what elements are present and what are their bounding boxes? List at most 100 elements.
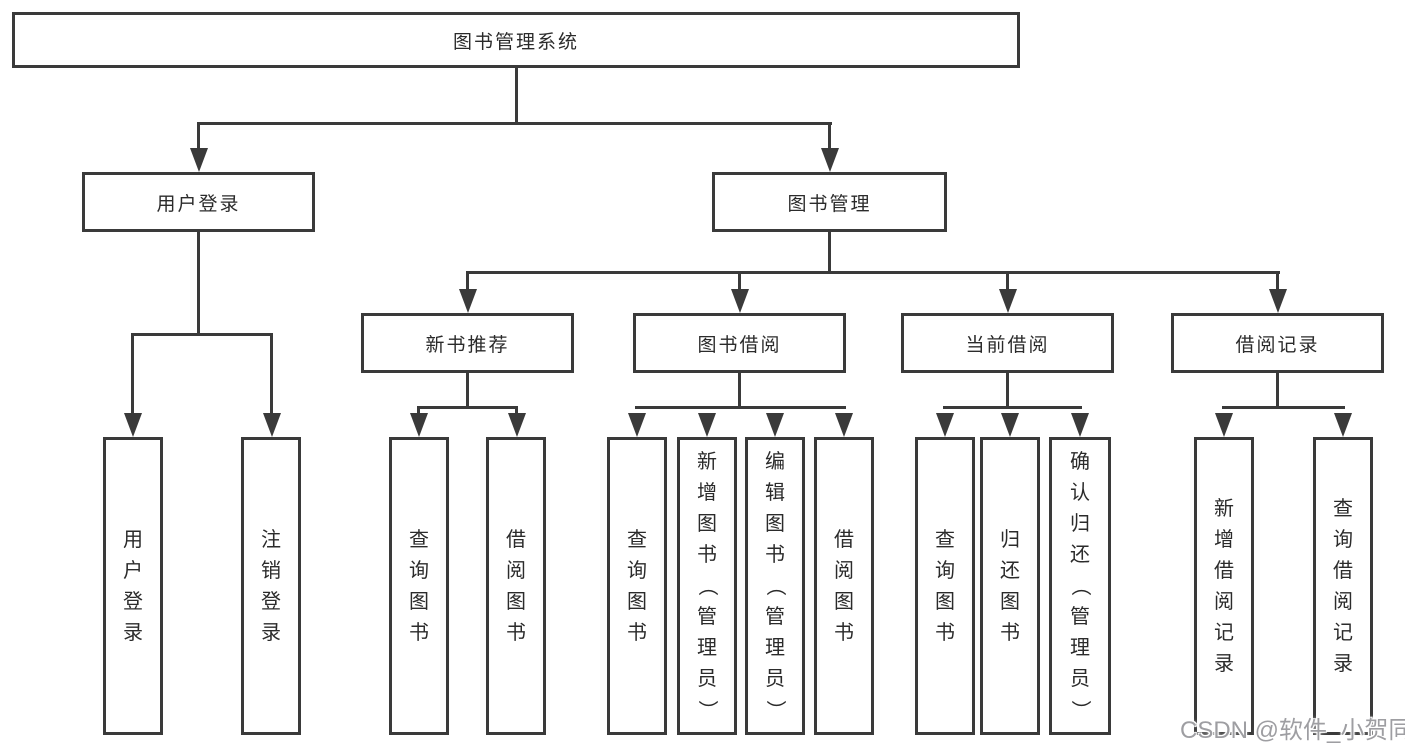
arrow-down-icon bbox=[410, 413, 428, 437]
vertical-char: 新 bbox=[1214, 497, 1234, 520]
vertical-char: 图 bbox=[506, 590, 526, 613]
vertical-char: 理 bbox=[697, 637, 717, 659]
leaf-query-books: 查询图书 bbox=[389, 437, 449, 735]
node-label: 查询图书 bbox=[392, 440, 446, 732]
leaf-user-login: 用户登录 bbox=[103, 437, 163, 735]
arrow-down-icon bbox=[1215, 413, 1233, 437]
connector-line bbox=[1276, 373, 1279, 409]
vertical-char: 图 bbox=[765, 513, 785, 535]
connector-line bbox=[417, 406, 518, 409]
arrow-down-icon bbox=[459, 289, 477, 313]
node-label: 注销登录 bbox=[244, 440, 298, 732]
vertical-char: 询 bbox=[409, 559, 429, 582]
connector-line bbox=[828, 232, 831, 274]
vertical-char: 书 bbox=[834, 621, 854, 644]
connector-line bbox=[515, 68, 518, 125]
vertical-char: 阅 bbox=[1333, 590, 1353, 613]
node-label: 借阅图书 bbox=[489, 440, 543, 732]
leaf-query-books: 查询图书 bbox=[915, 437, 975, 735]
vertical-char: ） bbox=[1069, 700, 1091, 720]
vertical-char: 借 bbox=[506, 528, 526, 551]
arrow-down-icon bbox=[835, 413, 853, 437]
leaf-confirm-return-admin: 确认归还（管理员） bbox=[1049, 437, 1111, 735]
vertical-char: 询 bbox=[935, 559, 955, 582]
vertical-char: 查 bbox=[627, 528, 647, 551]
arrow-down-icon bbox=[999, 289, 1017, 313]
connector-line bbox=[1276, 271, 1279, 293]
vertical-char: 用 bbox=[123, 528, 143, 551]
node-label: 用户登录 bbox=[156, 193, 241, 215]
arrow-down-icon bbox=[124, 413, 142, 437]
vertical-char: 员 bbox=[1070, 668, 1090, 690]
leaf-edit-books-admin: 编辑图书（管理员） bbox=[745, 437, 805, 735]
vertical-char: 图 bbox=[1000, 590, 1020, 613]
vertical-char: 查 bbox=[409, 528, 429, 551]
vertical-char: 记 bbox=[1214, 621, 1234, 644]
connector-line bbox=[1006, 271, 1009, 293]
vertical-char: 辑 bbox=[765, 482, 785, 504]
arrow-down-icon bbox=[731, 289, 749, 313]
arrow-down-icon bbox=[821, 148, 839, 172]
connector-line bbox=[131, 333, 273, 336]
vertical-char: 书 bbox=[935, 621, 955, 644]
vertical-char: 借 bbox=[1214, 559, 1234, 582]
connector-line bbox=[828, 122, 831, 162]
connector-line bbox=[131, 333, 134, 418]
vertical-char: 户 bbox=[123, 559, 143, 582]
csdn-watermark: CSDN @软件_小贺同学 bbox=[1180, 717, 1405, 744]
node-label: 归还图书 bbox=[983, 440, 1037, 732]
node-label: 查询图书 bbox=[610, 440, 664, 732]
leaf-query-books: 查询图书 bbox=[607, 437, 667, 735]
node-current-borrowing: 当前借阅 bbox=[901, 313, 1114, 373]
leaf-borrow-books: 借阅图书 bbox=[814, 437, 874, 735]
vertical-char: 图 bbox=[627, 590, 647, 613]
vertical-char: 阅 bbox=[1214, 590, 1234, 613]
node-new-book-recommend: 新书推荐 bbox=[361, 313, 574, 373]
vertical-char: 登 bbox=[261, 590, 281, 613]
connector-line bbox=[197, 122, 832, 125]
vertical-char: 书 bbox=[1000, 621, 1020, 644]
leaf-query-borrow-record: 查询借阅记录 bbox=[1313, 437, 1373, 735]
vertical-char: 管 bbox=[697, 606, 717, 628]
node-label: 新书推荐 bbox=[425, 334, 510, 356]
vertical-char: 录 bbox=[1333, 652, 1353, 675]
arrow-down-icon bbox=[1001, 413, 1019, 437]
node-label: 查询借阅记录 bbox=[1316, 440, 1370, 732]
vertical-char: 询 bbox=[627, 559, 647, 582]
vertical-char: 书 bbox=[697, 544, 717, 566]
vertical-char: 书 bbox=[409, 621, 429, 644]
vertical-char: 书 bbox=[506, 621, 526, 644]
vertical-char: （ bbox=[696, 576, 718, 596]
vertical-char: 图 bbox=[935, 590, 955, 613]
node-library-management-system: 图书管理系统 bbox=[12, 12, 1020, 68]
node-label: 借阅图书 bbox=[817, 440, 871, 732]
connector-line bbox=[738, 271, 741, 293]
node-label: 借阅记录 bbox=[1235, 334, 1320, 356]
vertical-char: 归 bbox=[1070, 513, 1090, 535]
node-book-borrowing: 图书借阅 bbox=[633, 313, 846, 373]
vertical-char: 借 bbox=[1333, 559, 1353, 582]
connector-line bbox=[1006, 373, 1009, 409]
node-label: 编辑图书（管理员） bbox=[748, 440, 802, 732]
vertical-char: （ bbox=[1069, 576, 1091, 596]
leaf-add-books-admin: 新增图书（管理员） bbox=[677, 437, 737, 735]
vertical-char: 书 bbox=[627, 621, 647, 644]
vertical-char: 图 bbox=[697, 513, 717, 535]
vertical-char: 阅 bbox=[834, 559, 854, 582]
node-label: 确认归还（管理员） bbox=[1052, 440, 1108, 732]
node-label: 当前借阅 bbox=[965, 334, 1050, 356]
connector-line bbox=[1222, 406, 1345, 409]
vertical-char: 登 bbox=[123, 590, 143, 613]
vertical-char: 还 bbox=[1000, 559, 1020, 582]
leaf-logout: 注销登录 bbox=[241, 437, 301, 735]
connector-line bbox=[466, 271, 1280, 274]
vertical-char: 新 bbox=[697, 451, 717, 473]
connector-line bbox=[515, 406, 518, 418]
vertical-char: 员 bbox=[765, 668, 785, 690]
arrow-down-icon bbox=[1071, 413, 1089, 437]
arrow-down-icon bbox=[508, 413, 526, 437]
vertical-char: 确 bbox=[1070, 451, 1090, 473]
vertical-char: 书 bbox=[765, 544, 785, 566]
vertical-char: 图 bbox=[834, 590, 854, 613]
